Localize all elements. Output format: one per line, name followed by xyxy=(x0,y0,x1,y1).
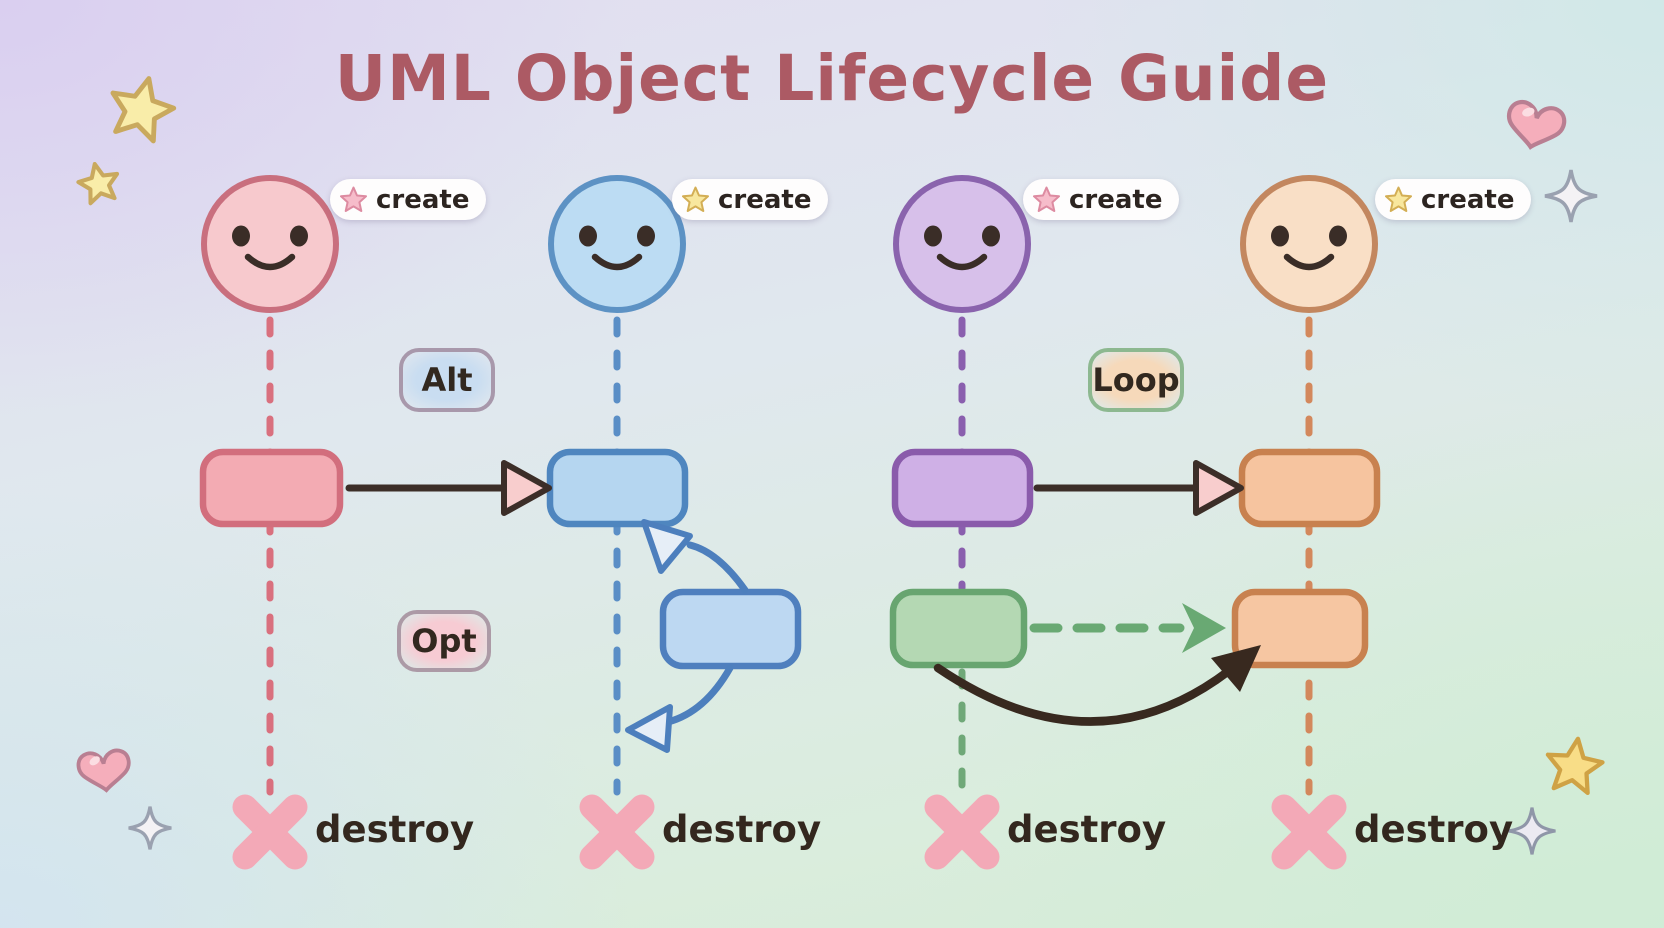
destroy-x-mark-2 xyxy=(579,794,655,870)
destroy-label-2: destroy xyxy=(662,808,822,851)
eye-left xyxy=(232,225,250,247)
create-badge-3: create xyxy=(1023,179,1180,220)
activation-box-orange-2 xyxy=(1231,588,1369,669)
fragment-badge-loop: Loop xyxy=(1088,348,1184,412)
create-label: create xyxy=(1069,184,1163,215)
sparkle-decoration xyxy=(1543,168,1599,224)
actor-head-2 xyxy=(548,175,686,313)
eye-right xyxy=(290,225,308,247)
activation-box-green xyxy=(889,588,1028,669)
star-icon xyxy=(682,186,709,212)
destroy-label-3: destroy xyxy=(1007,808,1167,851)
destroy-x-mark-1 xyxy=(232,794,308,870)
fragment-badge-alt: Alt xyxy=(399,348,495,412)
eye-left xyxy=(924,225,942,247)
heart-decoration xyxy=(1503,100,1566,153)
create-label: create xyxy=(718,184,812,215)
arrowhead xyxy=(1193,460,1244,516)
destroy-label-1: destroy xyxy=(315,808,475,851)
star-decoration xyxy=(75,160,121,205)
destroy-x-mark-4 xyxy=(1271,794,1347,870)
star-decoration xyxy=(1543,735,1605,794)
sparkle-decoration xyxy=(1507,806,1557,856)
activation-box-purple xyxy=(891,448,1034,528)
self-call-arrow-up xyxy=(641,519,749,594)
green-dashed-arrow xyxy=(1029,603,1226,653)
smile xyxy=(244,253,296,271)
create-badge-2: create xyxy=(672,179,829,220)
star-icon xyxy=(340,186,367,212)
arrowhead xyxy=(625,704,673,753)
eye-left xyxy=(579,225,597,247)
fragment-badge-opt: Opt xyxy=(397,610,491,672)
destroy-label-4: destroy xyxy=(1354,808,1514,851)
arrowhead xyxy=(1182,603,1226,653)
sparkle-decoration xyxy=(127,805,173,851)
self-message-box-blue xyxy=(659,588,802,670)
page-title: UML Object Lifecycle Guide xyxy=(334,42,1330,115)
destroy-x-mark-3 xyxy=(924,794,1000,870)
star-icon xyxy=(1385,186,1412,212)
message-arrow-1 xyxy=(345,460,552,516)
create-label: create xyxy=(376,184,470,215)
eye-right xyxy=(982,225,1000,247)
eye-right xyxy=(637,225,655,247)
eye-right xyxy=(1329,225,1347,247)
message-arrow-2 xyxy=(1033,460,1244,516)
arrowhead xyxy=(501,460,552,516)
heart-decoration xyxy=(75,747,134,795)
curved-return-arrow xyxy=(933,645,1261,726)
smile xyxy=(936,253,988,271)
arrowhead xyxy=(1211,645,1261,692)
self-call-arrow-down xyxy=(625,664,734,753)
eye-left xyxy=(1271,225,1289,247)
create-badge-1: create xyxy=(330,179,487,220)
actor-head-1 xyxy=(201,175,339,313)
star-icon xyxy=(1033,186,1060,212)
activation-box-blue xyxy=(546,448,689,528)
actor-head-3 xyxy=(893,175,1031,313)
arrowhead xyxy=(641,519,693,574)
create-label: create xyxy=(1421,184,1515,215)
actor-head-4 xyxy=(1240,175,1378,313)
smile xyxy=(1283,253,1335,271)
smile xyxy=(591,253,643,271)
activation-box-pink xyxy=(199,448,344,528)
activation-box-orange-1 xyxy=(1238,448,1381,528)
create-badge-4: create xyxy=(1375,179,1532,220)
